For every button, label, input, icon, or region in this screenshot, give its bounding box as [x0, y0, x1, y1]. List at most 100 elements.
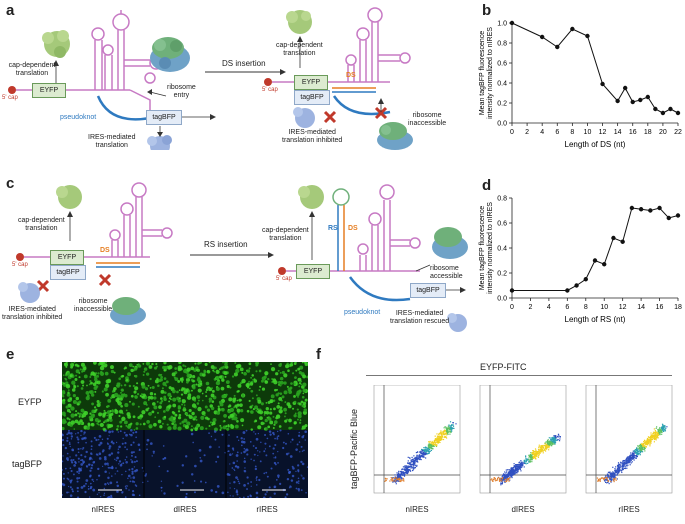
ribosome-icon-c	[110, 297, 146, 325]
microscopy-row-label-eyfp: EYFP	[18, 397, 42, 407]
cap-icon-2	[264, 78, 272, 86]
ribosome-accessible-label: ribosome accessible	[430, 265, 463, 280]
ires-rna-structure	[91, 10, 163, 110]
cap-dependent-label-2: cap-dependent translation	[276, 42, 323, 57]
flow-col-nires: nIRES	[405, 505, 429, 514]
pseudoknot-label-c: pseudoknot	[344, 309, 381, 316]
chart-b-data-point	[645, 94, 651, 100]
tagbfp-box: tagBFP	[146, 110, 182, 125]
chart-d-ytick-label: 0.4	[497, 246, 507, 253]
chart-b-data-point	[622, 85, 628, 91]
ires-rescued-label: IRES-mediated translation rescued	[390, 310, 450, 325]
chart-d-data-point	[657, 205, 662, 211]
chart-b-data-point	[675, 110, 681, 116]
ds-label-c: DS	[100, 247, 110, 254]
chart-b-ytick-label: 1.0	[497, 21, 507, 28]
chart-d-xtick-label: 0	[510, 304, 514, 311]
chart-b-data-point	[509, 20, 515, 26]
ds-label-c2: DS	[348, 225, 358, 232]
eyfp-box-2: EYFP	[294, 75, 328, 90]
microscopy-col-rires: rIRES	[256, 505, 278, 514]
panel-c-schematic	[16, 182, 468, 332]
eyfp-protein-icon-c2	[298, 185, 324, 209]
chart-b-ytick-label: 0.8	[497, 41, 507, 48]
chart-b-xtick-label: 0	[510, 129, 514, 136]
cap-dependent-label-c: cap-dependent translation	[18, 217, 65, 232]
ds-insertion-label: DS insertion	[222, 59, 266, 68]
pseudoknot-line	[96, 95, 151, 121]
cap-label-c: 5' cap	[12, 262, 28, 268]
flow-cytometry-plots	[373, 385, 673, 494]
panel-a: a	[0, 0, 470, 150]
chart-d-xtick-label: 16	[656, 304, 664, 311]
chart-b-xtick-label: 8	[570, 129, 574, 136]
panel-letter-b: b	[482, 2, 492, 19]
chart-d-ytick-label: 0.8	[497, 196, 507, 203]
chart-d-ytick-label: 0.0	[497, 296, 507, 303]
chart-b-xtick-label: 20	[659, 129, 667, 136]
chart-d-data-point	[565, 288, 570, 293]
flow-y-title: tagBFP-Pacific Blue	[349, 408, 359, 490]
rs-insertion-label: RS insertion	[204, 240, 248, 249]
ribosome-inaccessible-label: ribosome inaccessible	[408, 112, 447, 127]
cap-icon	[8, 86, 16, 94]
eyfp-box-c2: EYFP	[296, 264, 330, 279]
tagbfp-protein-icon-2	[293, 107, 315, 128]
flow-x-title: EYFP-FITC	[480, 362, 527, 372]
cap-label-c2: 5' cap	[276, 276, 292, 282]
cap-dependent-label: cap-dependent translation	[8, 62, 56, 77]
microscopy-grid	[62, 362, 308, 498]
chart-b-data-point	[539, 34, 545, 40]
panel-c: c	[0, 175, 470, 335]
tagbfp-protein-icon-c2	[447, 313, 467, 332]
chart-d-xtick-label: 10	[600, 304, 608, 311]
panel-letter-a: a	[6, 2, 15, 19]
eyfp-protein-icon	[42, 30, 70, 58]
chart-d-ytick-label: 0.6	[497, 221, 507, 228]
chart-d-data-point	[583, 277, 588, 282]
chart-d-xtick-label: 18	[674, 304, 682, 311]
cap-dependent-label-c2: cap-dependent translation	[262, 227, 309, 242]
ires-inhibited-label: IRES-mediated translation inhibited	[282, 129, 343, 144]
chart-b-data-point	[653, 106, 658, 112]
cap-icon-c	[16, 253, 24, 261]
chart-d-data-point	[592, 258, 598, 263]
ires-rna-structure-2	[345, 7, 411, 82]
flow-col-rires: rIRES	[618, 505, 640, 514]
chart-d-xlabel: Length of RS (nt)	[565, 315, 626, 324]
rs-label: RS	[328, 225, 338, 232]
pseudoknot-label: pseudoknot	[60, 114, 97, 121]
microscopy-col-nires: nIRES	[91, 505, 115, 514]
chart-b-data-point	[668, 106, 673, 112]
tagbfp-box-c2: tagBFP	[410, 283, 446, 298]
chart-d-xtick-label: 6	[565, 304, 569, 311]
panel-letter-c: c	[6, 175, 15, 192]
chart-b-ylabel: Mean tagBFP fluorescenceintensity normal…	[479, 27, 494, 119]
chart-b-xtick-label: 16	[629, 129, 637, 136]
chart-d-xtick-label: 2	[528, 304, 532, 311]
chart-d-data-point	[611, 235, 616, 241]
inhibition-x-icon	[323, 110, 337, 124]
panel-a-schematic	[8, 7, 413, 150]
chart-b-xtick-label: 10	[584, 129, 592, 136]
chart-b-data-point	[570, 26, 575, 32]
panel-letter-d: d	[482, 177, 492, 194]
flow-col-dires: dIRES	[511, 505, 535, 514]
chart-b-ytick-label: 0.2	[497, 101, 507, 108]
inhibition-x-icon-2	[374, 106, 388, 120]
chart-d-data-point	[675, 213, 681, 218]
chart-d-data-point	[666, 215, 671, 221]
chart-d-data-point	[629, 205, 635, 211]
chart-d-data-point	[574, 283, 579, 288]
flow-plot	[585, 385, 673, 494]
chart-b-data-point	[600, 81, 605, 87]
chart-d-data-point	[648, 208, 653, 213]
tagbfp-protein-icon-c	[18, 282, 40, 303]
ires-inhibited-label-c: IRES-mediated translation inhibited	[2, 306, 63, 321]
chart-d-xtick-label: 4	[547, 304, 551, 311]
flow-plot	[479, 385, 567, 494]
cap-icon-c2	[278, 267, 286, 275]
ribosome-icon-c2	[432, 227, 468, 259]
